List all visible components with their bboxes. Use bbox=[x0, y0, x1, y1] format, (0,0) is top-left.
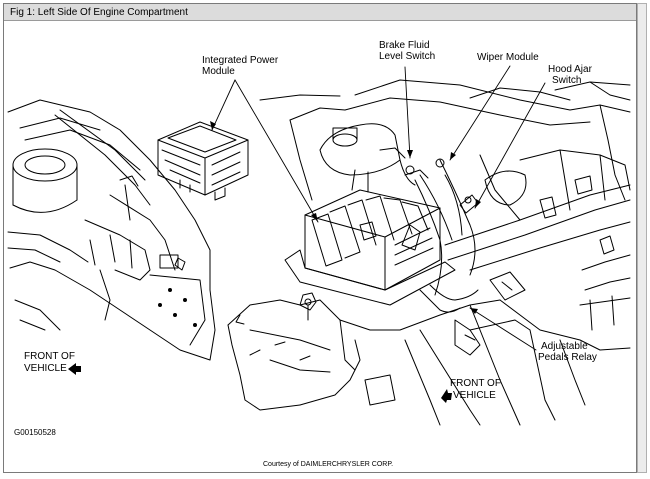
callout-text-line: Pedals Relay bbox=[538, 352, 597, 363]
front-arrow-icon-left bbox=[68, 363, 81, 375]
callout-text-line: Wiper Module bbox=[477, 52, 539, 63]
callout-text-line: FRONT OF bbox=[450, 378, 501, 389]
callout-text-line: VEHICLE bbox=[453, 390, 496, 401]
callout-hood-ajar-switch: Hood Ajar Switch bbox=[548, 64, 595, 86]
figure-title-bar: Fig 1: Left Side Of Engine Compartment bbox=[4, 4, 636, 21]
callout-arrowheads bbox=[210, 121, 481, 314]
callout-leader-lines bbox=[211, 65, 546, 351]
callout-text-line: Integrated Power bbox=[202, 55, 279, 66]
front-of-vehicle-label-right: FRONT OF VEHICLE bbox=[450, 378, 504, 401]
front-of-vehicle-label-left: FRONT OF VEHICLE bbox=[24, 351, 78, 374]
callout-text-line: Brake Fluid bbox=[379, 40, 430, 51]
left-strut-tower-assembly bbox=[7, 99, 216, 361]
callout-brake-fluid-level-switch: Brake Fluid Level Switch bbox=[379, 40, 435, 62]
callout-text-line: Level Switch bbox=[379, 51, 435, 62]
callout-text-line: Module bbox=[202, 66, 235, 77]
callout-text-line: FRONT OF bbox=[24, 351, 75, 362]
figure-code: G00150528 bbox=[14, 428, 56, 437]
integrated-power-module-exploded bbox=[157, 121, 249, 201]
figure-frame bbox=[3, 3, 637, 473]
callout-text-line: Switch bbox=[552, 75, 581, 86]
callout-text-line: VEHICLE bbox=[24, 363, 67, 374]
figure-title: Fig 1: Left Side Of Engine Compartment bbox=[10, 7, 188, 18]
callout-integrated-power-module: Integrated Power Module bbox=[202, 55, 281, 77]
engine-compartment-diagram: Integrated Power Module Brake Fluid Leve… bbox=[7, 40, 631, 468]
figure-credit: Courtesy of DAIMLERCHRYSLER CORP. bbox=[263, 461, 393, 468]
callout-wiper-module: Wiper Module bbox=[477, 52, 539, 63]
vertical-scrollbar[interactable] bbox=[637, 3, 647, 473]
front-arrow-icon-right bbox=[441, 389, 452, 403]
engine-bay-main-assembly bbox=[227, 79, 631, 426]
callout-text-line: Adjustable bbox=[541, 341, 588, 352]
callout-text-line: Hood Ajar bbox=[548, 64, 593, 75]
callout-adjustable-pedals-relay: Adjustable Pedals Relay bbox=[538, 341, 597, 363]
